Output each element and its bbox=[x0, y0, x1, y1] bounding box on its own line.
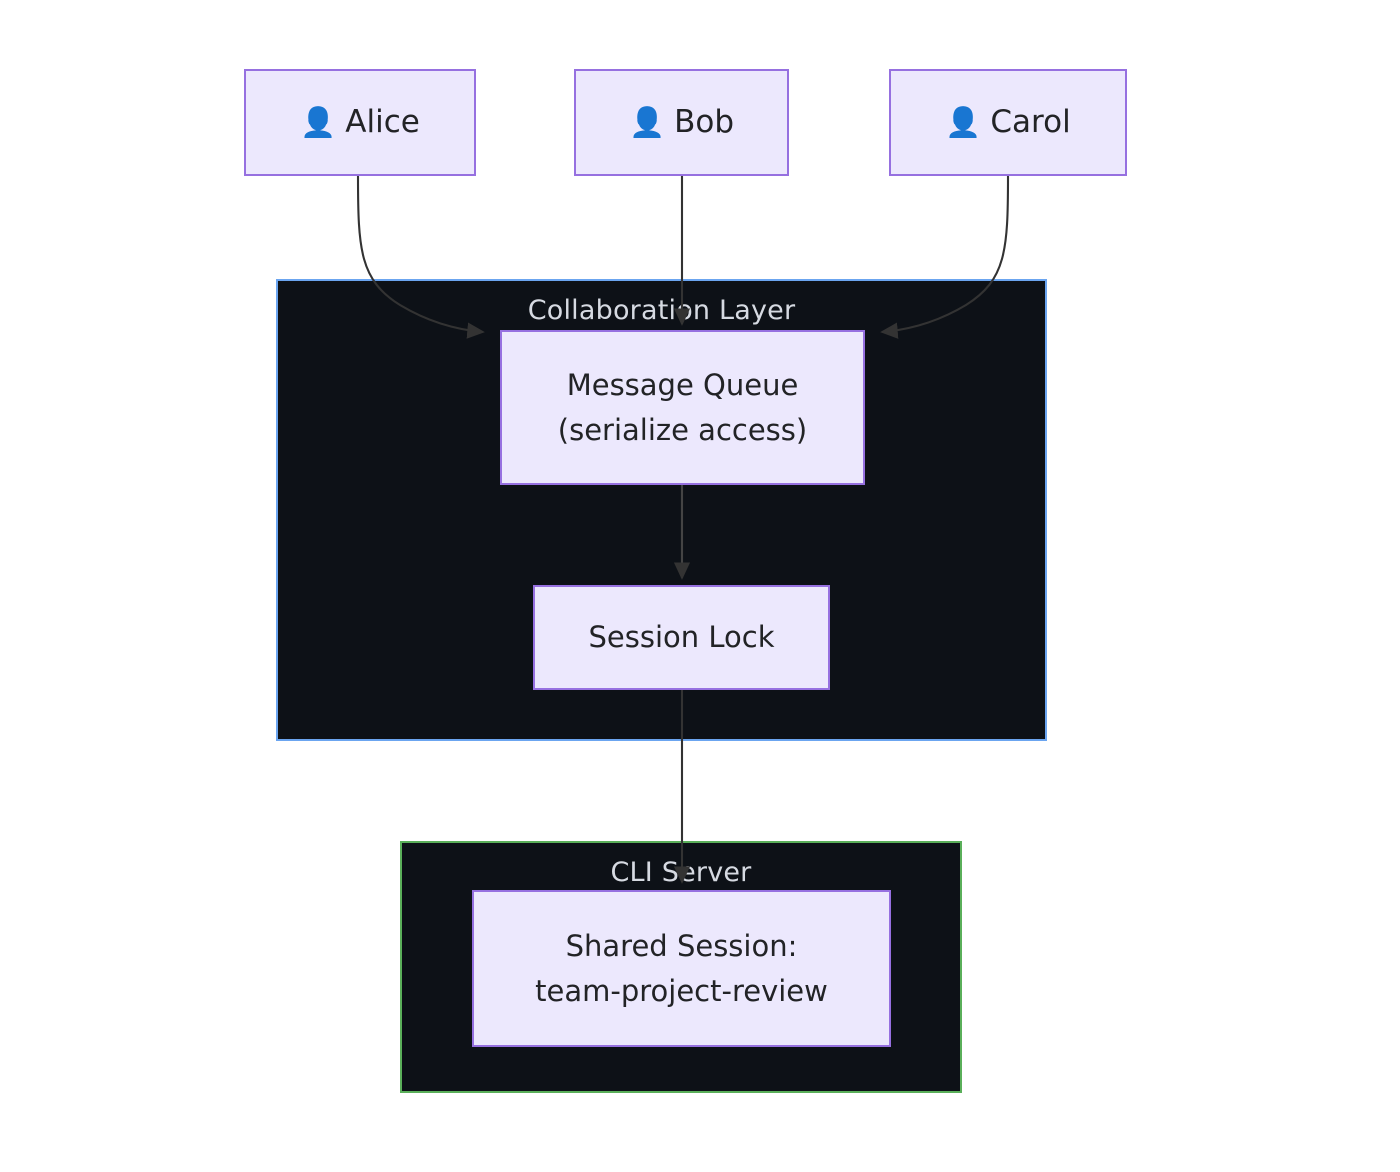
person-icon: 👤 bbox=[945, 105, 982, 139]
node-shared-session-line-2: team-project-review bbox=[535, 973, 828, 1008]
node-carol[interactable]: 👤 Carol bbox=[889, 69, 1127, 176]
node-message-queue-line-2: (serialize access) bbox=[557, 412, 808, 447]
node-message-queue[interactable]: Message Queue (serialize access) bbox=[500, 330, 865, 485]
node-session-lock-label: Session Lock bbox=[588, 620, 775, 655]
node-message-queue-line-1: Message Queue bbox=[566, 367, 799, 402]
node-alice[interactable]: 👤 Alice bbox=[244, 69, 476, 176]
node-bob-label: Bob bbox=[674, 104, 735, 141]
subgraph-title-cli-server: CLI Server bbox=[610, 857, 752, 888]
node-shared-session[interactable]: Shared Session: team-project-review bbox=[472, 890, 891, 1047]
node-carol-label: Carol bbox=[990, 104, 1071, 141]
node-bob[interactable]: 👤 Bob bbox=[574, 69, 789, 176]
node-alice-label: Alice bbox=[345, 104, 420, 141]
node-shared-session-line-1: Shared Session: bbox=[565, 928, 798, 963]
subgraph-title-collaboration-layer: Collaboration Layer bbox=[527, 295, 796, 326]
person-icon: 👤 bbox=[300, 105, 337, 139]
node-session-lock[interactable]: Session Lock bbox=[533, 585, 830, 690]
person-icon: 👤 bbox=[628, 105, 666, 139]
